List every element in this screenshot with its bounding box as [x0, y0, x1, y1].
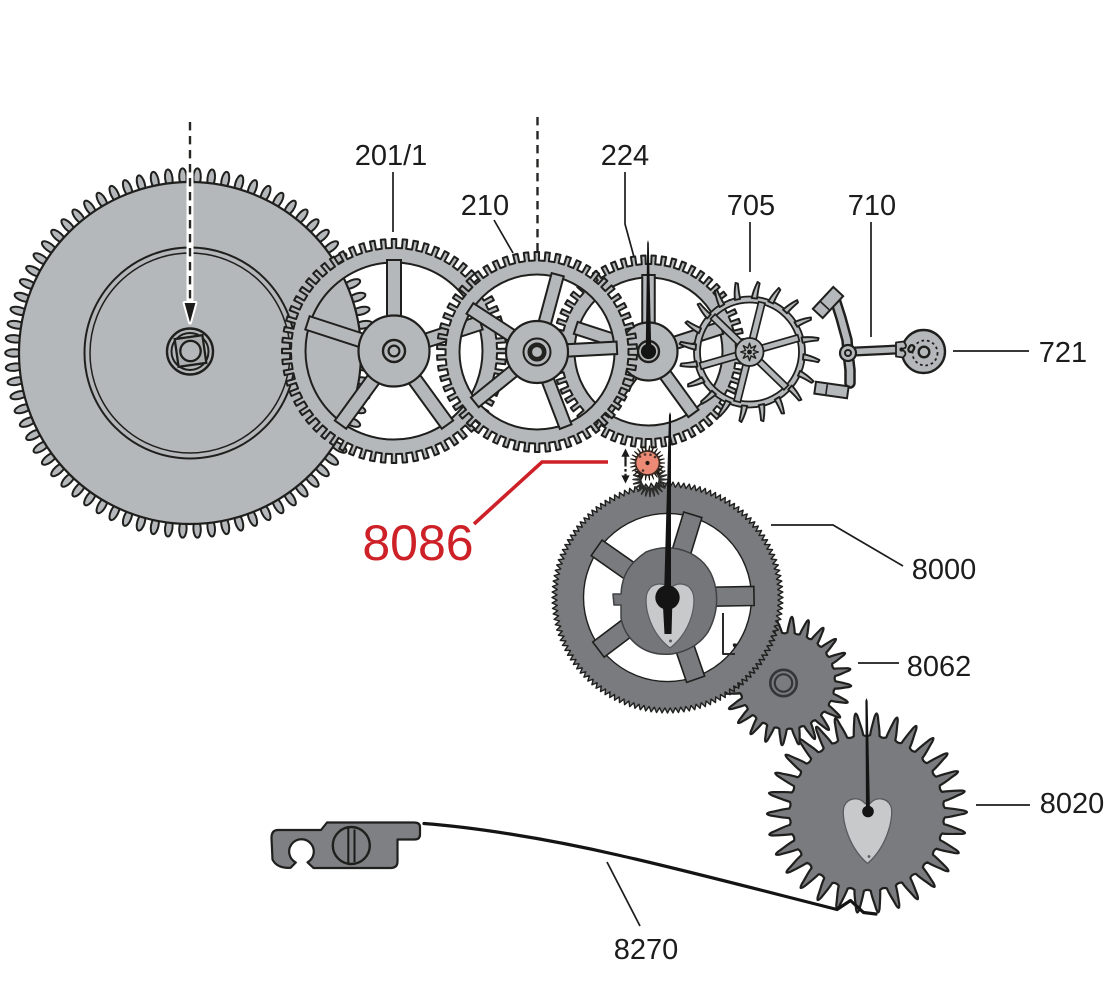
- gear-705-escape-wheel: [678, 281, 821, 423]
- balance-roller-721: [900, 328, 947, 375]
- sliding-pinion-8086: [629, 445, 666, 481]
- label-710: 710: [848, 190, 896, 222]
- diagram-parts: [4, 117, 969, 916]
- label-705: 705: [727, 190, 775, 222]
- leader-210: [493, 219, 514, 254]
- label-224: 224: [601, 140, 649, 172]
- pallet-fork-710: [811, 285, 907, 400]
- chronograph-hand-224: [640, 240, 657, 360]
- shift-arrows-8086: [621, 448, 630, 484]
- label-8000: 8000: [912, 554, 977, 586]
- leader-224: [624, 172, 635, 258]
- barrel-axis-arrow: [182, 122, 198, 325]
- label-201-1: 201/1: [355, 140, 428, 172]
- label-210: 210: [461, 190, 509, 222]
- label-8270: 8270: [614, 934, 679, 966]
- mainspring-barrel: [4, 167, 376, 539]
- label-721: 721: [1039, 337, 1087, 369]
- label-8062: 8062: [907, 651, 972, 683]
- gear-210-third-wheel: [436, 251, 638, 453]
- minute-counter-hand-8000: [655, 412, 680, 634]
- part-number-labels: 201/1 210 224 705 710 721 8000 8062 8020…: [355, 140, 1105, 966]
- friction-spring-8270: [270, 821, 878, 916]
- leader-8270: [606, 861, 641, 927]
- label-8086: 8086: [362, 515, 473, 571]
- label-leader-lines: [392, 172, 1030, 927]
- gear-8020-hour-counter: [765, 698, 969, 914]
- leader-8000: [771, 524, 904, 567]
- leader-8086: [472, 460, 608, 526]
- label-8020: 8020: [1040, 788, 1105, 820]
